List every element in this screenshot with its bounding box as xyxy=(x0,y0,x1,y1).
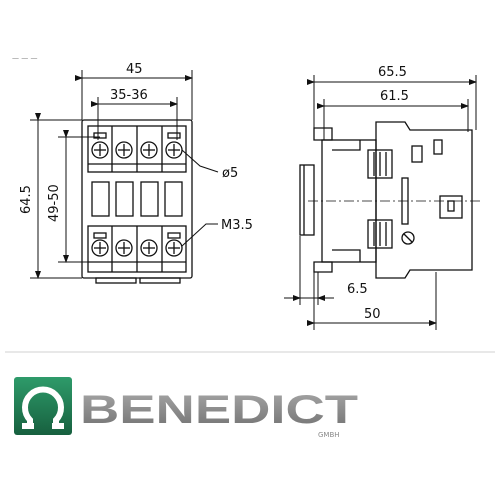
dim-width-mounting: 35-36 xyxy=(110,88,148,103)
brand-suffix: GMBH xyxy=(318,431,340,439)
dim-height-mounting: 49-50 xyxy=(47,184,62,222)
front-view xyxy=(81,119,193,284)
dim-depth-overall: 65.5 xyxy=(378,65,407,80)
dim-depth-base: 50 xyxy=(364,307,381,322)
dim-depth-body: 61.5 xyxy=(380,89,409,104)
benedict-logo: BENEDICT GMBH xyxy=(14,377,358,439)
dim-hole-diameter: ø5 xyxy=(222,166,238,181)
side-dimensions xyxy=(284,75,477,330)
terminal-screws-bottom xyxy=(88,232,186,263)
dim-height-overall: 64.5 xyxy=(19,185,34,214)
terminal-screws-top xyxy=(88,132,186,165)
omega-symbol-icon xyxy=(22,386,64,429)
front-dimensions xyxy=(30,70,219,279)
header-note: — — — xyxy=(12,54,37,62)
side-view xyxy=(299,121,473,279)
brand-wordmark: BENEDICT xyxy=(80,388,358,432)
dim-screw-size: M3.5 xyxy=(221,218,253,233)
dim-width-overall: 45 xyxy=(126,62,143,77)
dim-rail-offset: 6.5 xyxy=(347,282,368,297)
indicator-slots xyxy=(91,181,183,217)
